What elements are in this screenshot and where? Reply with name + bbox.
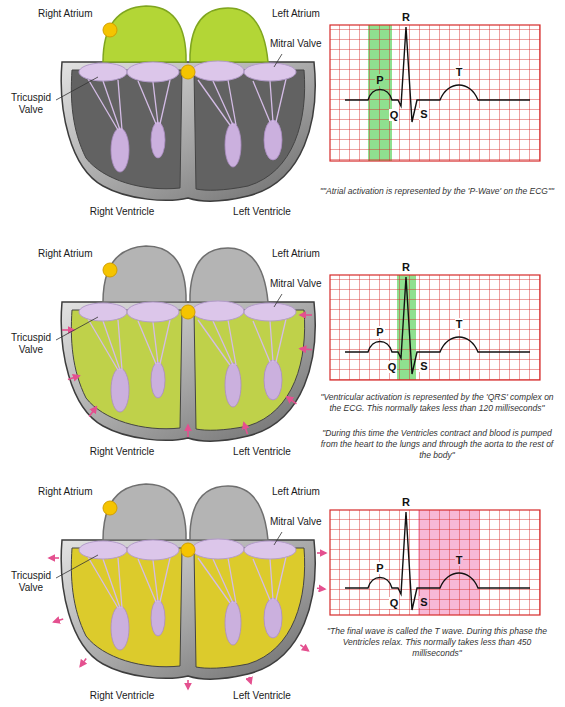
arrow — [300, 645, 308, 651]
arrow — [80, 658, 86, 666]
part-label: Left Ventricle — [233, 690, 291, 702]
part-label: Tricuspid Valve — [3, 570, 59, 594]
part-label: Right Ventricle — [90, 690, 154, 702]
part-label: Mitral Valve — [270, 38, 322, 50]
ecg-paper — [330, 510, 540, 615]
heart-illustration — [61, 246, 315, 441]
wave-letter: S — [419, 360, 428, 372]
part-label: Mitral Valve — [270, 516, 322, 528]
wave-letter: T — [455, 66, 464, 78]
ecg-paper — [330, 25, 540, 161]
arrow — [300, 349, 312, 350]
wave-letter: Q — [389, 109, 400, 121]
part-label: Right Atrium — [38, 8, 92, 20]
caption-text: "The final wave is called the T wave. Du… — [319, 626, 555, 659]
arrow — [244, 423, 248, 434]
part-label: Tricuspid Valve — [3, 92, 59, 116]
wave-letter: R — [401, 496, 411, 508]
heart-row-1 — [61, 6, 315, 201]
heart-illustration — [61, 6, 315, 201]
wave-letter: R — [401, 261, 411, 273]
ecg-grid — [330, 275, 540, 380]
arrow — [62, 329, 74, 331]
leader-line — [274, 532, 282, 545]
leader-line — [56, 317, 98, 340]
arrow — [68, 376, 79, 380]
wave-letter: P — [375, 326, 384, 338]
part-label: Left Atrium — [272, 248, 320, 260]
part-label: Right Ventricle — [90, 446, 154, 458]
caption-text: "Ventricular activation is represented b… — [319, 392, 555, 414]
heart-illustration — [61, 484, 315, 679]
part-label: Right Atrium — [38, 248, 92, 260]
arrow — [317, 552, 326, 554]
heart-row-2 — [61, 246, 315, 441]
part-label: Tricuspid Valve — [3, 332, 59, 356]
wave-letter: P — [375, 562, 384, 574]
arrow — [187, 680, 189, 689]
ecg-trace — [345, 512, 530, 610]
part-label: Left Atrium — [272, 486, 320, 498]
wave-letter: S — [419, 596, 428, 608]
ecg-paper — [330, 275, 540, 380]
wave-letter: T — [455, 554, 464, 566]
arrow — [89, 407, 96, 417]
arrow — [187, 425, 189, 437]
ecg-trace — [345, 27, 530, 122]
arrow — [300, 314, 312, 316]
ecg-trace — [345, 277, 530, 374]
arrow — [287, 397, 297, 404]
part-label: Right Ventricle — [90, 206, 154, 218]
contraction-arrows — [62, 315, 312, 437]
ecg-grid — [330, 510, 540, 615]
leader-line — [274, 294, 282, 307]
part-label: Mitral Valve — [270, 278, 322, 290]
wave-letter: P — [375, 74, 384, 86]
arrow — [249, 677, 251, 684]
ecg-grid — [330, 25, 540, 161]
wave-letter: Q — [389, 597, 400, 609]
caption-text: ""Atrial activation is represented by th… — [319, 186, 555, 197]
wave-letter: S — [419, 108, 428, 120]
part-label: Left Ventricle — [233, 206, 291, 218]
relaxation-arrows — [49, 553, 326, 689]
heart-row-3 — [49, 484, 326, 689]
wave-letter: R — [401, 11, 411, 23]
part-label: Left Ventricle — [233, 446, 291, 458]
wave-letter: T — [455, 318, 464, 330]
leader-line — [56, 555, 98, 578]
arrow — [317, 587, 325, 589]
part-label: Left Atrium — [272, 8, 320, 20]
leader-line — [274, 54, 282, 67]
leader-line — [56, 77, 98, 100]
part-label: Right Atrium — [38, 486, 92, 498]
arrow — [49, 557, 59, 559]
wave-letter: Q — [387, 361, 398, 373]
caption-text: "During this time the Ventricles contrac… — [319, 428, 555, 461]
arrow — [54, 619, 64, 622]
